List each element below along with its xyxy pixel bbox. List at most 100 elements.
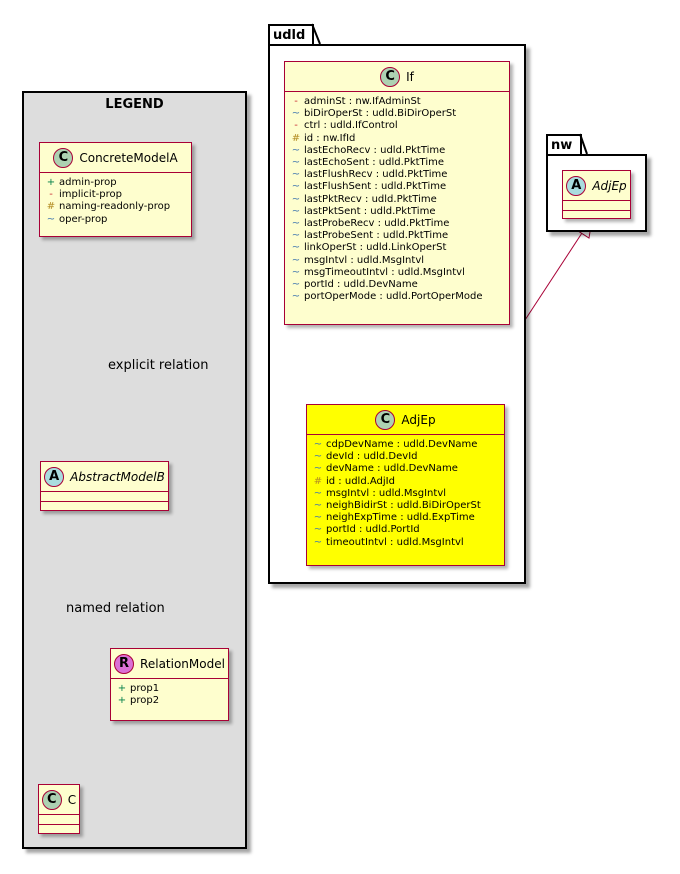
attribute-text: lastEchoSent : udld.PktTime [304, 157, 444, 169]
class-name: AdjEp [592, 178, 627, 193]
attribute-text: biDirOperSt : udld.BiDirOperSt [304, 108, 457, 120]
package-private-icon: ~ [291, 205, 301, 217]
attribute-text: lastPktSent : udld.PktTime [304, 205, 436, 217]
attribute-row: #id : nw.IfId [291, 133, 503, 145]
attribute-row: ~portId : udld.PortId [313, 524, 498, 536]
relation-model-class[interactable]: R RelationModel + prop1 + prop2 [110, 648, 229, 721]
class-c-icon: C [41, 789, 62, 810]
explicit-relation-label: explicit relation [108, 358, 209, 373]
package-private-icon: ~ [313, 524, 323, 536]
attribute-text: implicit-prop [59, 189, 122, 201]
class-attributes: + admin-prop - implicit-prop # naming-re… [40, 173, 191, 228]
attribute-text: portId : udld.PortId [326, 524, 420, 536]
attribute-text: lastPktRecv : udld.PktTime [304, 193, 437, 205]
attribute-text: portId : udld.DevName [304, 279, 418, 291]
protected-icon: # [313, 475, 323, 487]
package-private-icon: ~ [291, 157, 301, 169]
attribute-row: -ctrl : udld.IfControl [291, 120, 503, 132]
package-name: udld [273, 28, 306, 43]
abstract-model-b-class[interactable]: A AbstractModelB [40, 461, 169, 511]
attribute-row: -adminSt : nw.IfAdminSt [291, 96, 503, 108]
attribute-text: lastFlushRecv : udld.PktTime [304, 169, 448, 181]
if-class[interactable]: C If -adminSt : nw.IfAdminSt ~biDirOperS… [284, 61, 510, 325]
attribute-row: ~lastEchoSent : udld.PktTime [291, 157, 503, 169]
package-private-icon: ~ [291, 279, 301, 291]
package-private-icon: ~ [291, 169, 301, 181]
package-private-icon: ~ [313, 439, 323, 450]
attribute-row: ~portId : udld.DevName [291, 279, 503, 291]
attribute-text: adminSt : nw.IfAdminSt [304, 96, 421, 107]
attribute-row: # naming-readonly-prop [46, 201, 185, 213]
package-private-icon: ~ [291, 108, 301, 120]
package-private-icon: ~ [291, 266, 301, 278]
attribute-text: admin-prop [59, 177, 117, 188]
class-name: C [67, 792, 77, 807]
class-divider [563, 201, 630, 211]
attribute-row: ~portOperMode : udld.PortOperMode [291, 291, 503, 303]
class-r-icon: R [114, 653, 135, 674]
attribute-row: ~msgIntvl : udld.MsgIntvl [291, 255, 503, 267]
concrete-model-a-class[interactable]: C ConcreteModelA + admin-prop - implicit… [39, 142, 192, 237]
attribute-row: ~neighBidirSt : udld.BiDirOperSt [313, 500, 498, 512]
attribute-row: ~ oper-prop [46, 214, 185, 226]
c-class[interactable]: C C [38, 784, 80, 834]
package-private-icon: ~ [291, 144, 301, 156]
attribute-text: prop1 [130, 683, 160, 694]
class-a-icon: A [566, 175, 587, 196]
attribute-row: + prop2 [117, 695, 222, 707]
class-header: A AdjEp [563, 171, 630, 201]
package-name: nw [551, 138, 573, 153]
package-private-icon: ~ [313, 500, 323, 512]
private-icon: - [49, 189, 53, 201]
attribute-text: lastProbeRecv : udld.PktTime [304, 218, 450, 230]
private-icon: - [294, 120, 298, 132]
named-relation-label: named relation [66, 601, 165, 616]
attribute-row: ~linkOperSt : udld.LinkOperSt [291, 242, 503, 254]
attribute-text: prop2 [130, 695, 160, 707]
package-private-icon: ~ [46, 213, 56, 225]
attribute-text: id : udld.AdjId [326, 475, 395, 487]
attribute-text: ctrl : udld.IfControl [304, 120, 398, 132]
attribute-row: ~msgTimeoutIntvl : udld.MsgIntvl [291, 267, 503, 279]
attribute-text: msgIntvl : udld.MsgIntvl [326, 487, 447, 499]
attribute-row: #id : udld.AdjId [313, 476, 498, 488]
class-name: ConcreteModelA [79, 150, 178, 165]
public-icon: + [117, 695, 127, 707]
package-private-icon: ~ [291, 230, 301, 242]
attribute-row: ~lastEchoRecv : udld.PktTime [291, 145, 503, 157]
class-divider [39, 815, 79, 825]
public-icon: + [117, 683, 127, 694]
class-name: RelationModel [140, 656, 225, 671]
class-header: C AdjEp [307, 405, 504, 435]
attribute-text: naming-readonly-prop [59, 201, 171, 213]
attribute-row: + admin-prop [46, 177, 185, 189]
class-name: AdjEp [401, 412, 436, 427]
package-private-icon: ~ [291, 218, 301, 230]
nw-adjep-abstract-class[interactable]: A AdjEp [562, 170, 631, 219]
package-private-icon: ~ [291, 181, 301, 193]
attribute-text: timeoutIntvl : udld.MsgIntvl [326, 536, 464, 548]
attribute-text: msgTimeoutIntvl : udld.MsgIntvl [304, 266, 465, 278]
class-header: C C [39, 785, 79, 815]
package-private-icon: ~ [313, 512, 323, 524]
attribute-row: ~lastFlushRecv : udld.PktTime [291, 169, 503, 181]
attribute-row: ~devId : udld.DevId [313, 451, 498, 463]
class-c-icon: C [380, 66, 401, 87]
attribute-text: cdpDevName : udld.DevName [326, 439, 478, 450]
class-name: AbstractModelB [70, 469, 165, 484]
class-attributes: + prop1 + prop2 [111, 679, 228, 709]
package-private-icon: ~ [291, 254, 301, 266]
udld-adjep-class[interactable]: C AdjEp ~cdpDevName : udld.DevName ~devI… [306, 404, 505, 566]
class-name: If [406, 69, 414, 84]
attribute-text: devId : udld.DevId [326, 451, 418, 463]
attribute-text: lastEchoRecv : udld.PktTime [304, 144, 446, 156]
attribute-text: portOperMode : udld.PortOperMode [304, 291, 483, 303]
package-private-icon: ~ [313, 451, 323, 463]
attribute-text: msgIntvl : udld.MsgIntvl [304, 254, 425, 266]
attribute-row: ~msgIntvl : udld.MsgIntvl [313, 488, 498, 500]
attribute-text: lastProbeSent : udld.PktTime [304, 230, 449, 242]
package-private-icon: ~ [291, 242, 301, 254]
attribute-row: - implicit-prop [46, 189, 185, 201]
package-private-icon: ~ [291, 193, 301, 205]
package-tab-nw: nw [546, 134, 582, 156]
